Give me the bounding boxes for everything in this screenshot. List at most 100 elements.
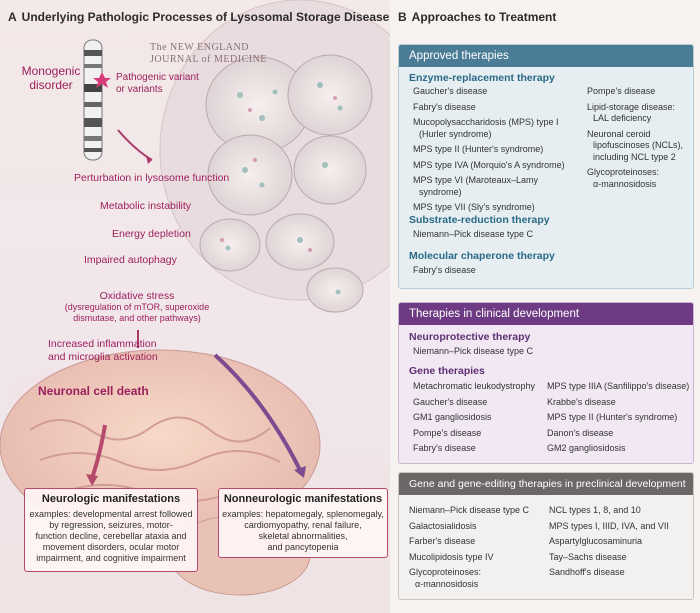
inflammation-line-2: and microglia activation	[48, 351, 158, 363]
nonneurologic-line-4: and pancytopenia	[267, 542, 339, 552]
preclinical-item: Aspartylglucosaminuria	[549, 536, 643, 546]
nonneurologic-line-1: examples: hepatomegaly, splenomegaly,	[222, 509, 384, 519]
gene-item: Gaucher's disease	[413, 396, 488, 407]
ert-item: Glycoproteinoses:	[587, 167, 660, 177]
clinical-therapies-box: Therapies in clinical development Neurop…	[398, 302, 694, 464]
chaperone-title: Molecular chaperone therapy	[409, 250, 555, 262]
preclinical-item: Niemann–Pick disease type C	[409, 505, 530, 515]
monogenic-line-2: disorder	[29, 78, 73, 92]
gene-item: Fabry's disease	[413, 443, 476, 453]
preclinical-left-list: Niemann–Pick disease type C Galactosiali…	[409, 505, 529, 590]
ert-item: Mucopolysaccharidosis (MPS) type I	[413, 117, 559, 127]
preclinical-therapies-box: Gene and gene-editing therapies in precl…	[398, 472, 694, 600]
preclinical-right-list: NCL types 1, 8, and 10 MPS types I, IIID…	[549, 505, 669, 579]
preclinical-item: Tay–Sachs disease	[549, 551, 627, 562]
neuroprotective-item: Niemann–Pick disease type C	[413, 346, 534, 356]
nonneurologic-line-2: cardiomyopathy, renal failure,	[244, 520, 362, 530]
preclinical-item: Farber's disease	[409, 536, 476, 546]
srt-title: Substrate-reduction therapy	[409, 214, 550, 226]
gene-item: Krabbe's disease	[547, 396, 616, 407]
step-energy: Energy depletion	[112, 228, 191, 240]
gene-item: Pompe's disease	[413, 427, 482, 438]
gene-item: GM2 gangliosidosis	[547, 443, 626, 453]
neuroprotective-title: Neuroprotective therapy	[409, 331, 531, 343]
step-autophagy: Impaired autophagy	[84, 254, 177, 266]
chaperone-item: Fabry's disease	[413, 265, 476, 275]
neurologic-line-3: function decline, cerebellar ataxia and	[35, 531, 187, 541]
neurologic-line-5: impairment, and cognitive impairment	[36, 553, 186, 563]
neurologic-box: Neurologic manifestations examples: deve…	[24, 488, 198, 572]
gene-item: GM1 gangliosidosis	[413, 412, 492, 422]
ert-item: including NCL type 2	[593, 151, 676, 162]
ert-item: Lipid-storage disease:	[587, 101, 676, 112]
ert-item: Pompe's disease	[587, 86, 656, 96]
variant-line-2: or variants	[116, 84, 163, 95]
nonneurologic-title: Nonneurologic manifestations	[223, 493, 383, 505]
gene-item: Danon's disease	[547, 427, 614, 438]
step-neuronal-death: Neuronal cell death	[38, 384, 149, 398]
ert-left-list: Gaucher's disease Fabry's disease Mucopo…	[413, 86, 565, 214]
neurologic-line-2: by regression, seizures, motor-	[49, 520, 173, 530]
nonneurologic-line-3: skeletal abnormalities,	[258, 531, 348, 541]
preclinical-item: MPS types I, IIID, IVA, and VII	[549, 520, 669, 531]
nonneurologic-box: Nonneurologic manifestations examples: h…	[218, 488, 388, 558]
gene-item: MPS type IIIA (Sanfilippo's disease)	[547, 381, 690, 391]
panel-b: B Approaches to Treatment Approved therap…	[390, 0, 700, 613]
approved-header: Approved therapies	[399, 45, 693, 67]
ert-right-list: Pompe's disease Lipid-storage disease: L…	[587, 86, 683, 190]
gene-right-list: MPS type IIIA (Sanfilippo's disease) Kra…	[547, 381, 689, 455]
approved-therapies-box: Approved therapies Enzyme-replacement th…	[398, 44, 694, 289]
panel-a-title-text: Underlying Pathologic Processes of Lysos…	[21, 10, 390, 24]
inflammation-line-1: Increased inflammation	[48, 338, 157, 350]
clinical-header: Therapies in clinical development	[399, 303, 693, 325]
ert-item: (Hurler syndrome)	[419, 128, 492, 139]
chromosome-icon	[83, 39, 103, 161]
ert-item: LAL deficiency	[593, 113, 652, 123]
panel-b-letter: B	[398, 10, 407, 24]
preclinical-header: Gene and gene-editing therapies in precl…	[399, 473, 693, 495]
ert-item: Gaucher's disease	[413, 86, 488, 96]
step-perturbation: Perturbation in lysosome function	[74, 172, 230, 184]
ert-item: Fabry's disease	[413, 101, 476, 112]
ert-item: MPS type II (Hunter's syndrome)	[413, 144, 544, 154]
gene-therapies-title: Gene therapies	[409, 365, 485, 377]
oxidative-detail-1: (dysregulation of mTOR, superoxide	[64, 302, 210, 312]
preclinical-item: Mucolipidosis type IV	[409, 551, 494, 562]
gene-item: MPS type II (Hunter's syndrome)	[547, 412, 678, 422]
neurologic-title: Neurologic manifestations	[41, 493, 181, 505]
ert-item: MPS type VII (Sly's syndrome)	[413, 202, 535, 212]
gene-item: Metachromatic leukodystrophy	[413, 381, 536, 391]
preclinical-item: Glycoproteinoses:	[409, 567, 482, 577]
lysosome-illustration	[199, 54, 373, 313]
neurologic-line-1: examples: developmental arrest followed	[29, 509, 193, 519]
neurologic-examples: examples: developmental arrest followed …	[25, 509, 197, 564]
preclinical-item: α-mannosidosis	[415, 578, 479, 589]
srt-item: Niemann–Pick disease type C	[413, 229, 534, 239]
oxidative-title: Oxidative stress	[99, 290, 175, 302]
monogenic-label: Monogenic disorder	[16, 64, 86, 92]
ert-item: MPS type IVA (Morquio's A syndrome)	[413, 159, 565, 170]
oxidative-detail-2: dismutase, and other pathways)	[73, 313, 201, 323]
panel-b-title-text: Approaches to Treatment	[411, 10, 557, 24]
monogenic-line-1: Monogenic	[21, 64, 81, 78]
step-oxidative: Oxidative stress (dysregulation of mTOR,…	[12, 290, 262, 324]
step-inflammation: Increased inflammation and microglia act…	[48, 338, 158, 364]
variant-star-icon	[93, 72, 111, 88]
preclinical-item: Sandhoff's disease	[549, 567, 625, 577]
journal-line-2: JOURNAL of MEDICINE	[150, 54, 267, 65]
ert-item: lipofuscinoses (NCLs),	[593, 140, 684, 150]
ert-item: MPS type VI (Maroteaux–Lamy	[413, 175, 539, 185]
ert-title: Enzyme-replacement therapy	[409, 72, 555, 84]
ert-item: α-mannosidosis	[593, 178, 657, 189]
journal-line-1: The NEW ENGLAND	[150, 42, 249, 53]
nonneurologic-examples: examples: hepatomegaly, splenomegaly, ca…	[219, 509, 387, 553]
panel-b-title: B Approaches to Treatment	[398, 10, 556, 24]
panel-a-illustration	[0, 0, 390, 596]
gene-left-list: Metachromatic leukodystrophy Gaucher's d…	[413, 381, 535, 455]
step-metabolic: Metabolic instability	[100, 200, 192, 212]
ert-item: syndrome)	[419, 186, 462, 197]
neurologic-line-4: movement disorders, ocular motor	[42, 542, 180, 552]
preclinical-item: Galactosialidosis	[409, 520, 477, 531]
